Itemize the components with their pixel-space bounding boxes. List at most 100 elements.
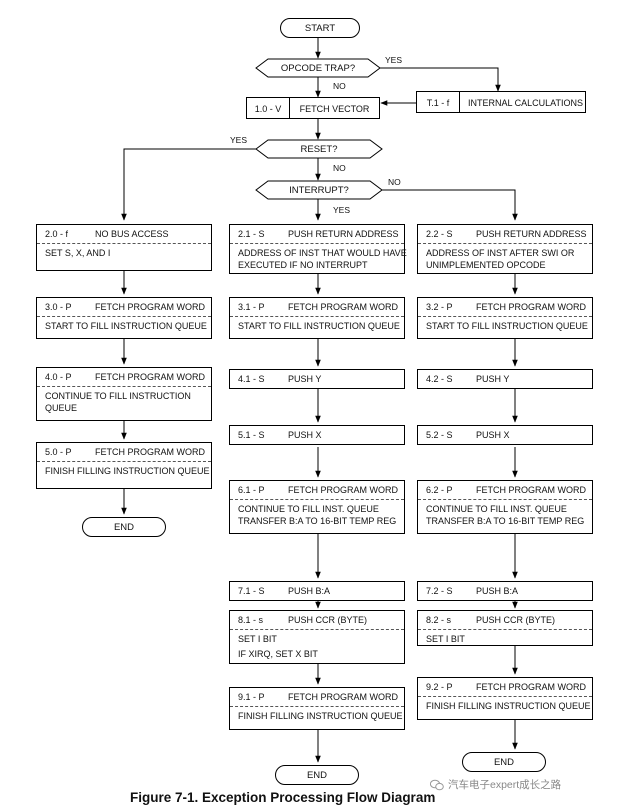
step-6-2-line-2: TRANSFER B:A TO 16-BIT TEMP REG [426,516,585,526]
step-6-1-number: 6.1 - P [238,485,265,495]
step-8-1-line-2: IF XIRQ, SET X BIT [238,649,318,659]
step-6-1-box: 6.1 - P FETCH PROGRAM WORD CONTINUE TO FI… [229,480,405,534]
step-7-2-title: PUSH B:A [476,586,519,596]
step-2-1-box: 2.1 - S PUSH RETURN ADDRESS ADDRESS OF IN… [229,224,407,274]
right-end-terminal: END [462,752,546,772]
step-6-2-title: FETCH PROGRAM WORD [476,485,586,495]
fetch-vector-step: 1.0 - V [247,98,290,118]
step-9-1-number: 9.1 - P [238,692,265,702]
opcode-no-label: NO [333,81,346,91]
step-2-2-line-1: ADDRESS OF INST AFTER SWI OR [426,248,575,258]
step-9-2-title: FETCH PROGRAM WORD [476,682,586,692]
step-3-2-line-1: START TO FILL INSTRUCTION QUEUE [426,321,588,331]
start-terminal: START [280,18,360,38]
interrupt-no-label: NO [388,177,401,187]
step-7-1-number: 7.1 - S [238,586,265,596]
left-end-label: END [113,521,135,533]
step-5-2-title: PUSH X [476,430,510,440]
wechat-icon [430,779,444,790]
step-8-2-line-1: SET I BIT [426,634,465,644]
step-9-1-title: FETCH PROGRAM WORD [288,692,398,702]
step-4-1-number: 4.1 - S [238,374,265,384]
opcode-yes-label: YES [385,55,403,65]
step-3-0-number: 3.0 - P [45,302,72,312]
step-8-2-number: 8.2 - s [426,615,452,625]
step-9-1-box: 9.1 - P FETCH PROGRAM WORD FINISH FILLING… [229,687,405,730]
step-5-1-title: PUSH X [288,430,322,440]
step-9-2-number: 9.2 - P [426,682,453,692]
internal-calc-step: T.1 - f [417,92,460,112]
step-3-1-line-1: START TO FILL INSTRUCTION QUEUE [238,321,400,331]
step-3-0-title: FETCH PROGRAM WORD [95,302,205,312]
reset-no-label: NO [333,163,346,173]
watermark: 汽车电子expert成长之路 [430,777,561,792]
step-2-0-number: 2.0 - f [45,229,69,239]
step-7-2-box: 7.2 - S PUSH B:A [417,581,593,601]
step-5-0-title: FETCH PROGRAM WORD [95,447,205,457]
step-2-0-box: 2.0 - f NO BUS ACCESS SET S, X, AND I [36,224,212,271]
step-2-2-box: 2.2 - S PUSH RETURN ADDRESS ADDRESS OF IN… [417,224,593,274]
step-6-1-line-1: CONTINUE TO FILL INST. QUEUE [238,504,379,514]
step-6-1-title: FETCH PROGRAM WORD [288,485,398,495]
interrupt-decision: INTERRUPT? [256,181,382,199]
step-5-0-number: 5.0 - P [45,447,72,457]
step-4-1-box: 4.1 - S PUSH Y [229,369,405,389]
step-2-1-number: 2.1 - S [238,229,265,239]
step-3-0-line-1: START TO FILL INSTRUCTION QUEUE [45,321,207,331]
step-8-1-title: PUSH CCR (BYTE) [288,615,368,625]
step-6-2-line-1: CONTINUE TO FILL INST. QUEUE [426,504,567,514]
watermark-text: 汽车电子expert成长之路 [448,779,562,791]
middle-end-label: END [306,769,328,781]
interrupt-yes-label: YES [333,205,351,215]
start-label: START [304,22,336,34]
interrupt-label: INTERRUPT? [289,184,349,196]
step-4-2-title: PUSH Y [476,374,510,384]
step-8-2-title: PUSH CCR (BYTE) [476,615,556,625]
fetch-vector-box: 1.0 - V FETCH VECTOR [246,97,380,119]
step-4-1-title: PUSH Y [288,374,322,384]
opcode-trap-decision: OPCODE TRAP? [256,59,380,77]
internal-calculations-box: T.1 - f INTERNAL CALCULATIONS [416,91,586,113]
step-3-1-title: FETCH PROGRAM WORD [288,302,398,312]
step-5-2-box: 5.2 - S PUSH X [417,425,593,445]
step-2-1-title: PUSH RETURN ADDRESS [288,229,399,239]
left-end-terminal: END [82,517,166,537]
step-2-0-title: NO BUS ACCESS [95,229,169,239]
step-4-0-title: FETCH PROGRAM WORD [95,372,205,382]
step-2-1-line-1: ADDRESS OF INST THAT WOULD HAVE [238,248,407,258]
middle-end-terminal: END [275,765,359,785]
step-6-2-number: 6.2 - P [426,485,453,495]
step-2-2-title: PUSH RETURN ADDRESS [476,229,587,239]
step-3-0-box: 3.0 - P FETCH PROGRAM WORD START TO FILL … [36,297,212,339]
reset-yes-label: YES [230,135,248,145]
step-8-1-number: 8.1 - s [238,615,264,625]
figure-caption: Figure 7-1. Exception Processing Flow Di… [130,790,436,805]
step-6-1-line-2: TRANSFER B:A TO 16-BIT TEMP REG [238,516,397,526]
step-2-2-number: 2.2 - S [426,229,453,239]
reset-decision: RESET? [256,140,382,158]
right-end-label: END [493,756,515,768]
step-2-2-line-2: UNIMPLEMENTED OPCODE [426,260,546,270]
step-8-2-box: 8.2 - s PUSH CCR (BYTE) SET I BIT [417,610,593,646]
step-2-0-line-1: SET S, X, AND I [45,248,111,258]
step-3-2-number: 3.2 - P [426,302,453,312]
opcode-trap-label: OPCODE TRAP? [280,62,356,74]
step-5-2-number: 5.2 - S [426,430,453,440]
internal-calc-title: INTERNAL CALCULATIONS [468,98,584,108]
step-5-0-box: 5.0 - P FETCH PROGRAM WORD FINISH FILLING… [36,442,212,489]
step-4-0-line-2: QUEUE [45,403,78,413]
reset-diamond [255,139,383,159]
step-4-2-number: 4.2 - S [426,374,453,384]
step-9-1-line-1: FINISH FILLING INSTRUCTION QUEUE [238,711,403,721]
step-7-2-number: 7.2 - S [426,586,453,596]
step-5-0-line-1: FINISH FILLING INSTRUCTION QUEUE [45,466,210,476]
